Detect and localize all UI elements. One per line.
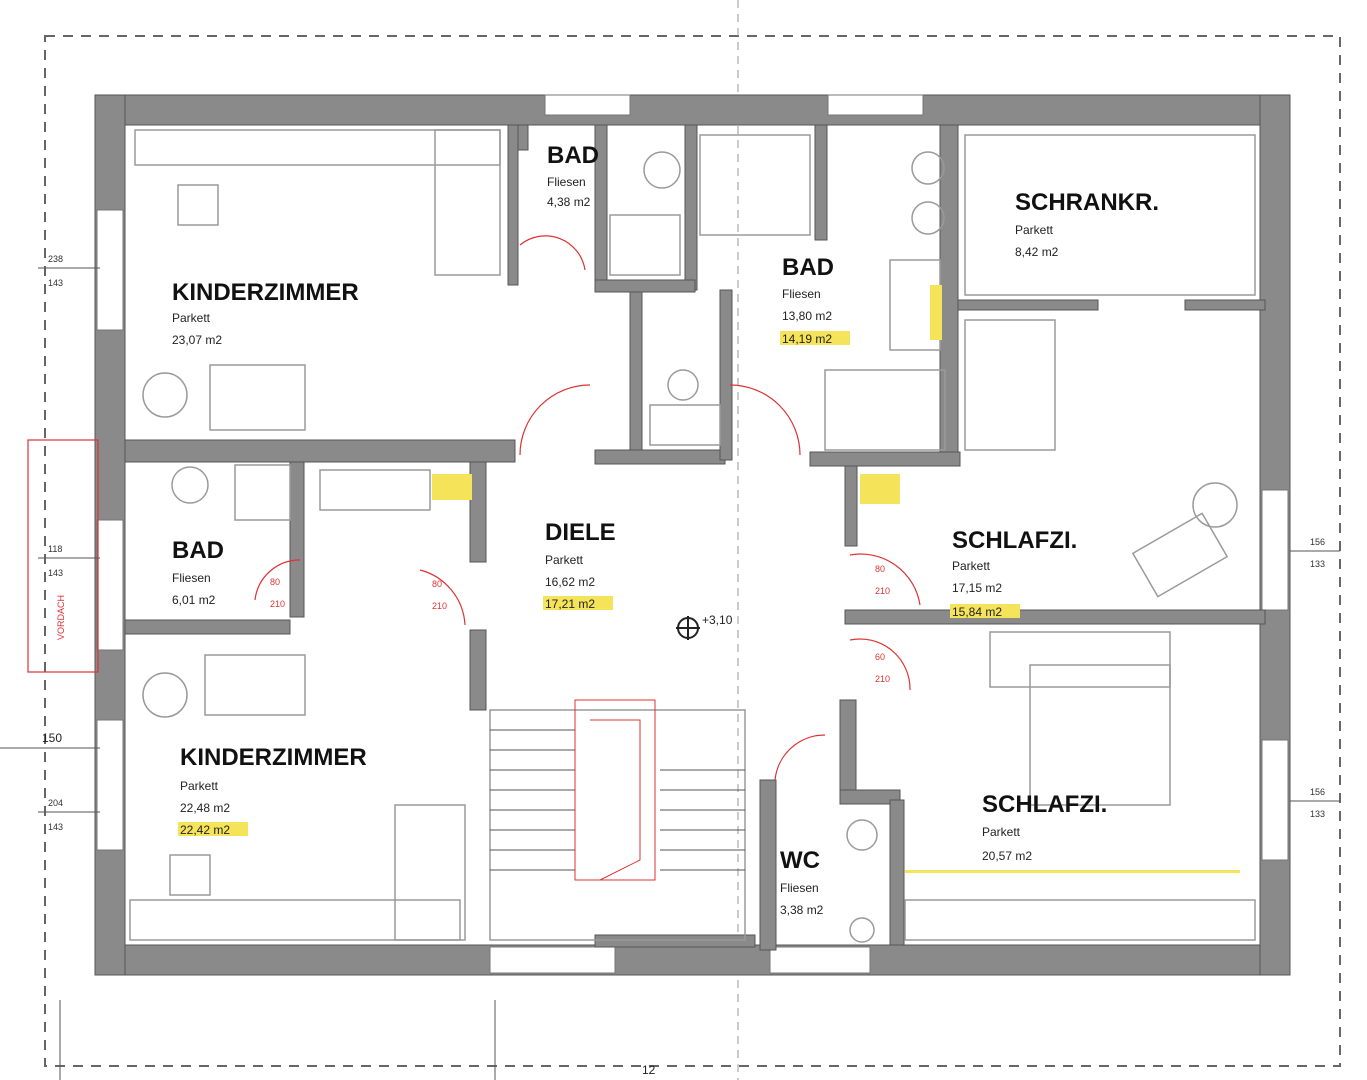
room-name: KINDERZIMMER bbox=[180, 744, 367, 771]
room-floor: Parkett bbox=[545, 553, 584, 567]
dim-label: 238 bbox=[48, 254, 63, 264]
room-area-alt: 22,42 m2 bbox=[180, 823, 230, 837]
dim-label: 156 bbox=[1310, 537, 1325, 547]
furniture bbox=[129, 129, 1256, 943]
room-kinderzimmer-2: KINDERZIMMER Parkett 22,48 m2 22,42 m2 bbox=[178, 744, 367, 837]
room-floor: Parkett bbox=[172, 311, 211, 325]
outer-walls bbox=[94, 94, 1291, 976]
highlight-marker bbox=[860, 474, 900, 504]
room-bad-top: BAD Fliesen 4,38 m2 bbox=[547, 142, 599, 209]
staircase bbox=[489, 699, 746, 941]
door-width: 80 bbox=[432, 579, 442, 589]
door-width: 80 bbox=[270, 577, 280, 587]
room-area: 16,62 m2 bbox=[545, 575, 595, 589]
room-area: 4,38 m2 bbox=[547, 195, 591, 209]
right-dimensions: 156 133 156 133 bbox=[1290, 537, 1340, 819]
highlight-marker bbox=[432, 474, 472, 500]
interior-walls bbox=[124, 124, 1266, 951]
room-area: 3,38 m2 bbox=[780, 903, 824, 917]
room-wc: WC Fliesen 3,38 m2 bbox=[780, 847, 824, 917]
room-floor: Parkett bbox=[180, 779, 219, 793]
dim-label: 143 bbox=[48, 278, 63, 288]
dim-label: 204 bbox=[48, 798, 63, 808]
room-area-alt: 17,21 m2 bbox=[545, 597, 595, 611]
door-height: 210 bbox=[270, 599, 285, 609]
door-height: 210 bbox=[875, 674, 890, 684]
room-name: BAD bbox=[782, 254, 834, 281]
room-name: DIELE bbox=[545, 519, 616, 546]
bottom-dimension: 12 bbox=[642, 1063, 656, 1077]
room-area-alt: 14,19 m2 bbox=[782, 332, 832, 346]
room-name: SCHLAFZI. bbox=[982, 791, 1107, 818]
room-floor: Fliesen bbox=[780, 881, 819, 895]
room-floor: Parkett bbox=[1015, 223, 1054, 237]
room-schrankraum: SCHRANKR. Parkett 8,42 m2 bbox=[1015, 189, 1159, 259]
room-area: 8,42 m2 bbox=[1015, 245, 1059, 259]
door-annotations: 80 210 80 210 80 210 60 210 bbox=[270, 564, 890, 684]
room-schlafzimmer-2: SCHLAFZI. Parkett 20,57 m2 bbox=[905, 791, 1240, 873]
dim-label: 133 bbox=[1310, 559, 1325, 569]
dim-label: 118 bbox=[48, 544, 62, 554]
room-name: KINDERZIMMER bbox=[172, 279, 359, 306]
room-area: 23,07 m2 bbox=[172, 333, 222, 347]
room-bad-small: BAD Fliesen 6,01 m2 bbox=[172, 537, 224, 607]
room-name: BAD bbox=[547, 142, 599, 169]
room-name: BAD bbox=[172, 537, 224, 564]
room-kinderzimmer-1: KINDERZIMMER Parkett 23,07 m2 bbox=[172, 279, 359, 347]
doors bbox=[254, 235, 921, 781]
vordach-outline bbox=[27, 439, 99, 673]
door-width: 80 bbox=[875, 564, 885, 574]
room-name: WC bbox=[780, 847, 820, 874]
room-area: 17,15 m2 bbox=[952, 581, 1002, 595]
level-label: +3,10 bbox=[702, 613, 733, 627]
room-floor: Fliesen bbox=[172, 571, 211, 585]
left-dimensions: 238 143 118 143 204 143 150 bbox=[0, 254, 100, 832]
room-schlafzimmer-1: SCHLAFZI. Parkett 17,15 m2 15,84 m2 bbox=[950, 527, 1077, 619]
room-area: 6,01 m2 bbox=[172, 593, 216, 607]
room-floor: Parkett bbox=[982, 825, 1021, 839]
room-area: 20,57 m2 bbox=[982, 849, 1032, 863]
room-area-alt: 15,84 m2 bbox=[952, 605, 1002, 619]
dim-label: 143 bbox=[48, 568, 63, 578]
room-bad-main: BAD Fliesen 13,80 m2 14,19 m2 bbox=[780, 254, 850, 346]
room-floor: Fliesen bbox=[547, 175, 586, 189]
room-floor: Parkett bbox=[952, 559, 991, 573]
dim-label: 133 bbox=[1310, 809, 1325, 819]
highlight-marker bbox=[930, 285, 942, 340]
door-height: 210 bbox=[875, 586, 890, 596]
room-area: 22,48 m2 bbox=[180, 801, 230, 815]
dim-label: 156 bbox=[1310, 787, 1325, 797]
room-floor: Fliesen bbox=[782, 287, 821, 301]
room-diele: DIELE Parkett 16,62 m2 17,21 m2 bbox=[543, 519, 616, 611]
room-name: SCHRANKR. bbox=[1015, 189, 1159, 216]
dim-label: 150 bbox=[42, 731, 62, 745]
vordach-label: VORDACH bbox=[56, 595, 66, 640]
door-width: 60 bbox=[875, 652, 885, 662]
room-area: 13,80 m2 bbox=[782, 309, 832, 323]
dim-label: 143 bbox=[48, 822, 63, 832]
door-height: 210 bbox=[432, 601, 447, 611]
room-name: SCHLAFZI. bbox=[952, 527, 1077, 554]
level-marker: +3,10 bbox=[676, 613, 733, 640]
